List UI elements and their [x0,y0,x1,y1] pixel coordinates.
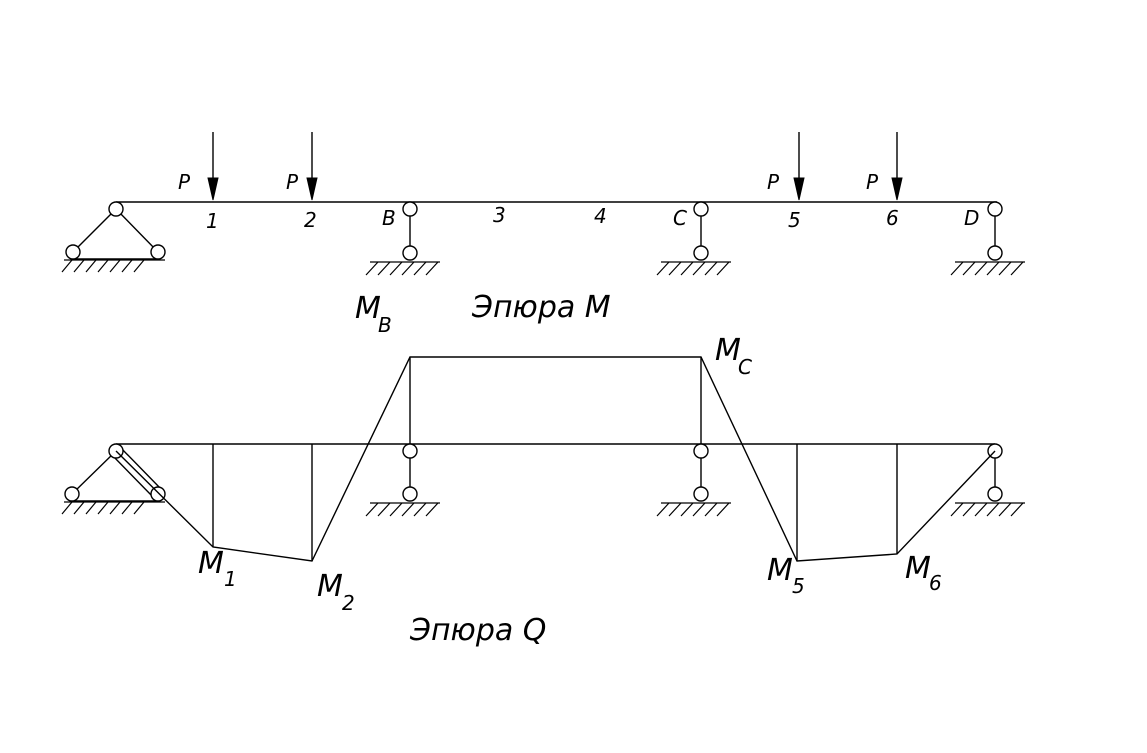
roller-support-c-bottom [656,443,731,517]
svg-text:2: 2 [342,591,355,615]
svg-text:M: M [905,551,931,586]
load-label-1: P [178,170,191,194]
load-arrow-1 [207,132,219,201]
point-label-5: 5 [788,208,801,232]
svg-text:M: M [715,333,741,368]
pinned-support-a [61,201,166,273]
point-label-6: 6 [886,206,899,230]
point-label-3: 3 [493,203,506,227]
support-label-c: C [673,206,687,230]
svg-text:M: M [767,553,793,588]
roller-support-d [950,201,1025,276]
beam-scheme: P P P P 1 2 B 3 4 C 5 6 D [61,132,1025,276]
load-arrow-5 [793,132,805,201]
load-arrow-2 [306,132,318,201]
point-label-2: 2 [304,208,317,232]
roller-support-b [365,201,440,276]
point-label-1: 1 [206,209,219,233]
moment-diagram [61,356,1025,562]
roller-support-b-bottom [365,443,440,517]
pinned-support-a-bottom [61,443,166,515]
load-label-6: P [866,170,879,194]
svg-text:M: M [317,569,343,604]
svg-text:M: M [355,291,381,326]
support-label-b: B [382,206,396,230]
svg-text:B: B [378,313,392,337]
label-m6: M 6 [905,551,942,595]
load-label-5: P [767,170,780,194]
roller-support-c [656,201,731,276]
label-mb: M B [355,291,392,337]
label-mc: M C [715,333,752,379]
svg-text:5: 5 [792,574,805,598]
label-m5: M 5 [767,553,805,598]
point-label-4: 4 [594,204,607,228]
load-label-2: P [286,170,299,194]
diagram-m-title: Эпюра М [471,290,611,325]
roller-support-d-bottom [950,443,1025,517]
label-m2: M 2 [317,569,355,615]
svg-text:6: 6 [929,571,942,595]
support-label-d: D [964,206,979,230]
svg-text:C: C [738,355,752,379]
svg-text:1: 1 [224,567,237,591]
moment-curve [115,356,996,562]
label-m1: M 1 [198,546,237,591]
load-arrow-6 [891,132,903,201]
diagram-q-title: Эпюра Q [409,613,546,648]
svg-text:M: M [198,546,224,581]
